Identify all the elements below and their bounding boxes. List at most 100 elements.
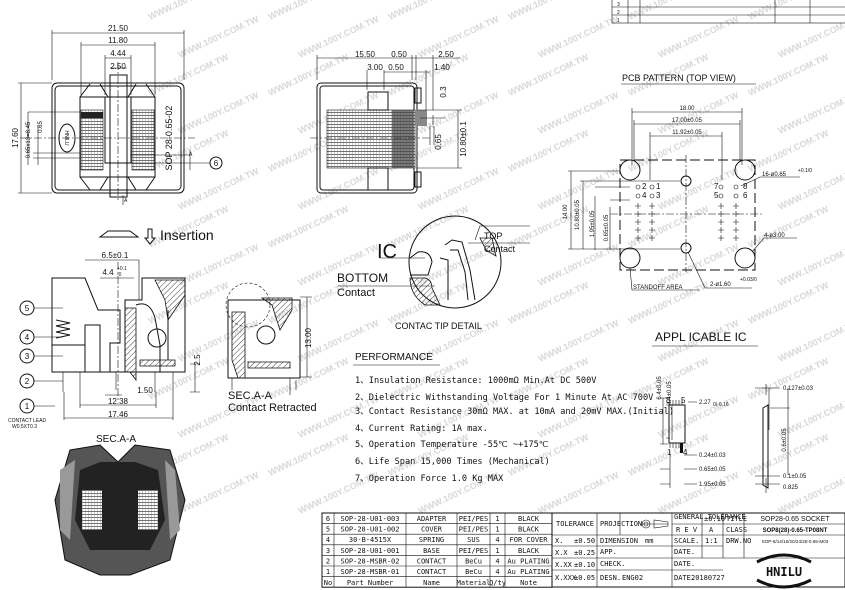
bom-header: Name bbox=[423, 579, 440, 587]
watermark-text: WWW.100Y.COM.TW bbox=[387, 0, 471, 22]
dim-section-total: 17.46 bbox=[108, 410, 129, 419]
dim-section-height: 2.5 bbox=[193, 354, 202, 366]
dim-side-i: 10.80±0.1 bbox=[459, 121, 468, 157]
company-logo-text: HNILU bbox=[766, 565, 802, 579]
tolerance-class: X.XX bbox=[555, 561, 573, 569]
bom-header: No bbox=[324, 579, 332, 587]
balloon-6: 6 bbox=[214, 159, 219, 168]
pcb-hole bbox=[649, 184, 655, 190]
pcb-hole bbox=[733, 184, 739, 190]
pcb-hole-center-mark bbox=[718, 219, 724, 225]
retracted-view: 13.00 SEC.A-A Contact Retracted bbox=[225, 282, 317, 414]
dim-section-lead-span: 12.38 bbox=[108, 397, 129, 406]
company-logo: HNILU bbox=[756, 553, 812, 589]
pcb-dim-195: 1.95±0.05 bbox=[590, 210, 596, 237]
scale-label: SCALE. bbox=[674, 537, 699, 545]
watermark-text: WWW.100Y.COM.TW bbox=[747, 128, 831, 174]
bom-cell: ADAPTER bbox=[417, 515, 447, 523]
pcb-hole-center-mark bbox=[635, 211, 641, 217]
pcb-holes-tol: +0.1/0 bbox=[798, 168, 812, 174]
tolerance-value: ±0.05 bbox=[574, 574, 595, 582]
check-label: CHECK. bbox=[600, 560, 625, 568]
drw-value: SOP-8/14/16/20/24/28-0.65-M03 bbox=[762, 539, 829, 544]
dim-side-g: 0.3 bbox=[439, 86, 448, 98]
tolerance-class: X.X bbox=[555, 549, 568, 557]
bom-header: Note bbox=[520, 579, 537, 587]
ic-dim-64: 6.4±0.05 bbox=[657, 376, 663, 400]
ic-dim-0127: 0.127±0.03 bbox=[783, 386, 814, 392]
pcb-hole-center-mark bbox=[649, 227, 655, 233]
logo-mark: HNILU bbox=[63, 130, 69, 145]
watermark-text: WWW.100Y.COM.TW bbox=[267, 0, 351, 22]
watermark-text: WWW.100Y.COM.TW bbox=[747, 356, 831, 402]
section-marker: A bbox=[124, 198, 128, 204]
dim-section-pitch: 1.50 bbox=[137, 386, 153, 395]
lead-note: W0.5XT0.3 bbox=[12, 424, 37, 430]
performance-title: PERFORMANCE bbox=[355, 352, 433, 363]
watermark-text: WWW.100Y.COM.TW bbox=[657, 242, 741, 288]
insertion-indicator: Insertion bbox=[98, 227, 214, 245]
watermark-text: WWW.100Y.COM.TW bbox=[177, 90, 261, 136]
balloon-3: 3 bbox=[25, 352, 30, 361]
performance-item: 2、Dielectric Withstanding Voltage For 1 … bbox=[355, 393, 653, 403]
pcb-hole-center-mark bbox=[733, 203, 739, 209]
bom-cell: SUS bbox=[467, 536, 480, 544]
scale-value: 1:1 bbox=[705, 537, 718, 545]
pcb-hole-center-mark bbox=[635, 235, 641, 241]
performance-item: 7、Operation Force 1.0 Kg MAX bbox=[355, 474, 504, 484]
bom-cell: SOP-28-U01-001 bbox=[340, 547, 399, 555]
rev-label: R E V bbox=[676, 526, 698, 534]
tolerance-class: X.XXX bbox=[555, 574, 577, 582]
dim-side-h: 0.65 bbox=[434, 134, 443, 150]
dim-side-e: 0.50 bbox=[388, 63, 404, 72]
bom-cell: SOP-28-MSBR-01 bbox=[340, 568, 399, 576]
bom-cell: BLACK bbox=[518, 526, 540, 534]
down-arrow-icon bbox=[143, 228, 157, 245]
pcb-holes-note: 16-ø0.65 bbox=[762, 172, 787, 178]
pcb-hole-center-mark bbox=[718, 227, 724, 233]
ic-label: IC bbox=[377, 241, 397, 263]
date-label: DATE. bbox=[674, 548, 695, 556]
pcb-hole-center-mark bbox=[635, 219, 641, 225]
dim-pitch-span: 0.65x13=8.45 bbox=[26, 121, 32, 158]
dim-side-f: 1.40 bbox=[434, 63, 450, 72]
bom-cell: BLACK bbox=[518, 515, 540, 523]
tolerance-value: ±0.25 bbox=[574, 549, 595, 557]
dim-side-b: 0.50 bbox=[391, 50, 407, 59]
watermark-layer: WWW.100Y.COM.TW WWW.100Y.COM.TW WWW.100Y.C… bbox=[147, 0, 845, 516]
watermark-text: WWW.100Y.COM.TW bbox=[177, 470, 261, 516]
watermark-text: WWW.100Y.COM.TW bbox=[387, 432, 471, 478]
ic-dim-44: 4.4±0.05 bbox=[667, 381, 673, 405]
pcb-dim-17: 17.00±0.05 bbox=[672, 118, 703, 124]
rev-value: A bbox=[709, 526, 714, 534]
pcb-title: PCB PATTERN (TOP VIEW) bbox=[622, 73, 736, 83]
lead-note: CONTACT LEAD bbox=[8, 418, 47, 424]
bom-cell: FOR COVER bbox=[510, 536, 549, 544]
watermark-text: WWW.100Y.COM.TW bbox=[537, 14, 621, 60]
bom-cell: CONTACT bbox=[417, 557, 447, 565]
ic-dim-024: 0.24±0.03 bbox=[699, 453, 726, 459]
section-label: SEC.A-A bbox=[96, 434, 136, 445]
applicable-ic: APPL ICABLE IC 8 5 1 4 6.4±0.05 4.4±0.05… bbox=[652, 330, 814, 493]
tip-detail-title: CONTAC TIP DETAIL bbox=[395, 321, 482, 331]
desn-label: DESN. bbox=[600, 574, 621, 582]
pcb-hole bbox=[635, 184, 641, 190]
date-label: DATE. bbox=[674, 574, 695, 582]
watermark-text: WWW.100Y.COM.TW bbox=[657, 470, 741, 516]
balloon-5: 5 bbox=[25, 304, 30, 313]
bom-cell: BeCu bbox=[465, 557, 482, 565]
bom-cell: 1 bbox=[495, 526, 499, 534]
socket-3d-image bbox=[54, 444, 186, 576]
dim-section-inner: 4.4 bbox=[102, 268, 114, 277]
date-label: DATE. bbox=[674, 560, 695, 568]
pcb-hole-center-mark bbox=[649, 235, 655, 241]
performance-item: 6、Life Span 15,000 Times (Mechanical) bbox=[355, 457, 550, 467]
ic-dim-227: 2.27 bbox=[699, 400, 711, 406]
dimension-label: DIMENSION bbox=[600, 537, 638, 545]
ic-pin-5: 5 bbox=[681, 396, 686, 405]
